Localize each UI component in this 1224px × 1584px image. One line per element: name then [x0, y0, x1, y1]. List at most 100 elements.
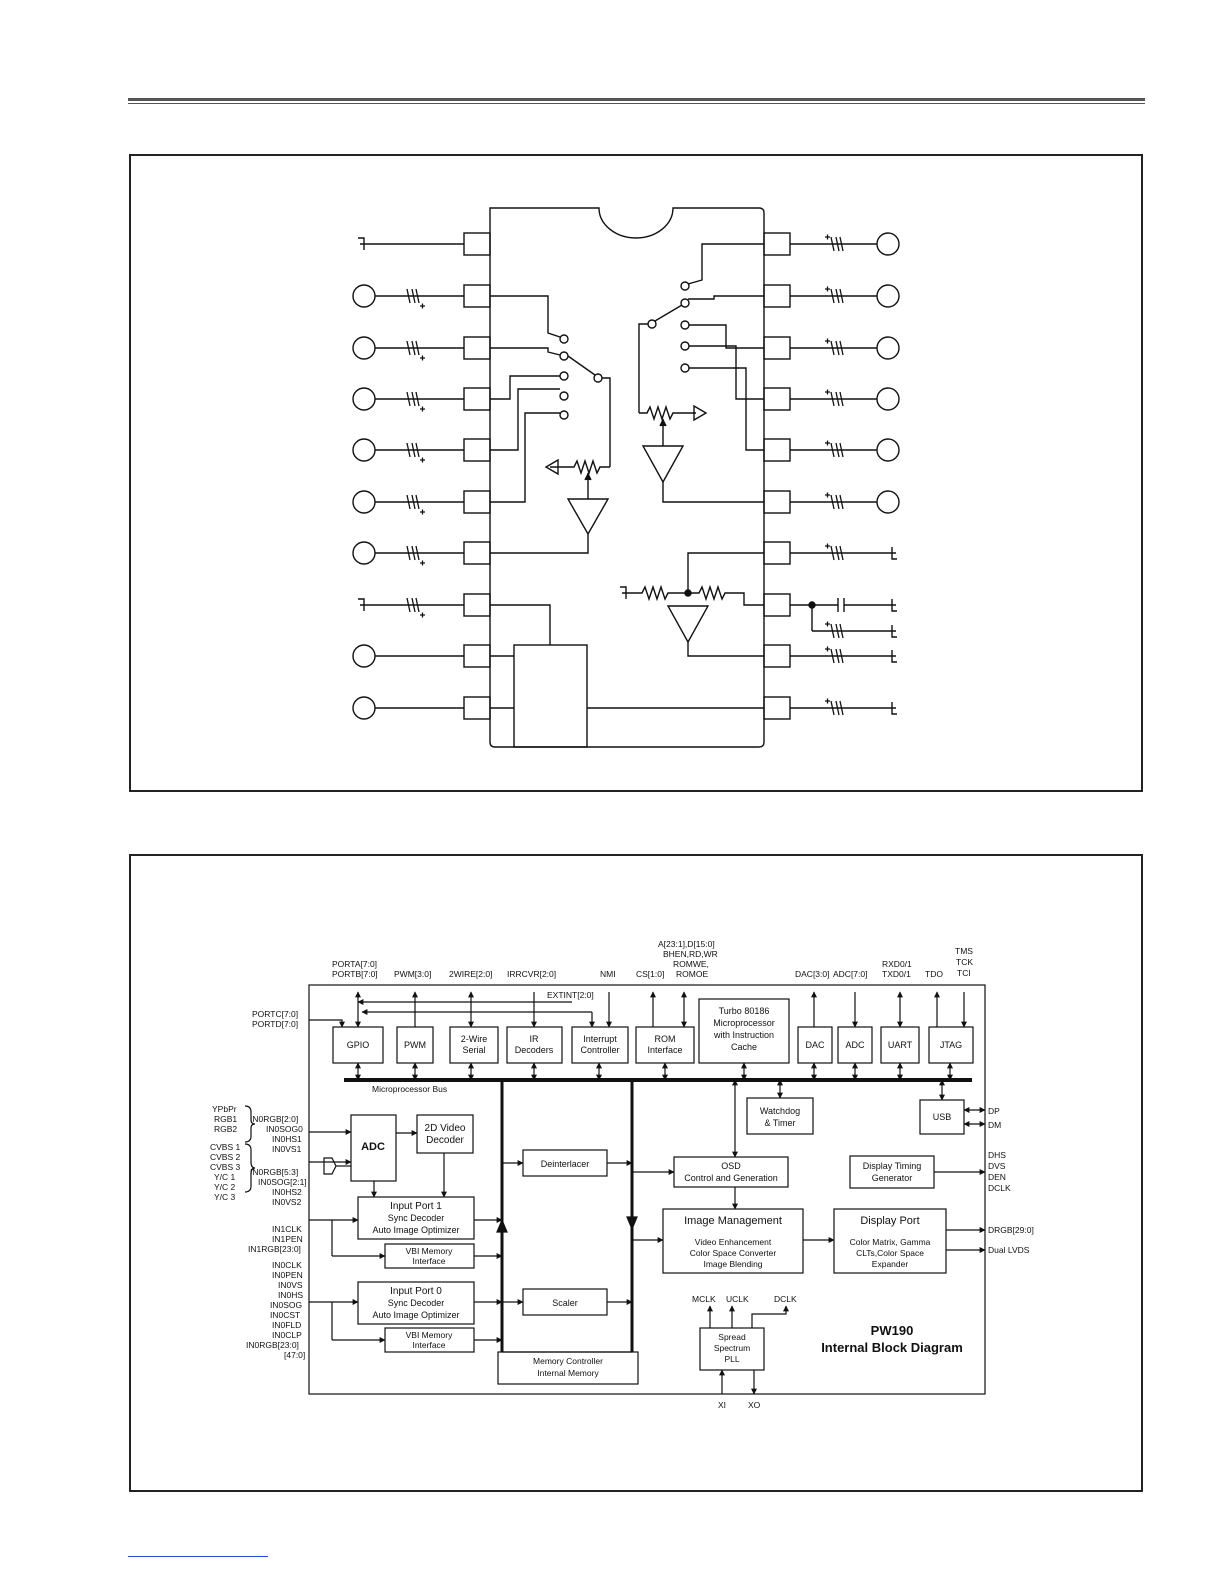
osd-label-1: OSD: [721, 1161, 741, 1171]
sig-dac: DAC[3:0]: [795, 969, 830, 979]
sig-in0sog21: IN0SOG[2:1]: [258, 1177, 307, 1187]
dp-label-2: Color Matrix, Gamma: [850, 1237, 931, 1247]
sig-portb: PORTB[7:0]: [332, 969, 378, 979]
sig-xo: XO: [748, 1400, 761, 1410]
sig-dclk-pll: DCLK: [774, 1294, 797, 1304]
sig-dvs: DVS: [988, 1161, 1006, 1171]
mem-label-2: Internal Memory: [537, 1368, 599, 1378]
memory-controller-block: [497, 1351, 639, 1385]
video-decoder-label-1: 2D Video: [425, 1123, 466, 1134]
uart-label: UART: [888, 1040, 913, 1050]
sig-rgb1: RGB1: [214, 1114, 237, 1124]
ic-body: [489, 207, 765, 748]
sig-in1clk: IN1CLK: [272, 1224, 302, 1234]
cpu-label-1: Turbo 80186: [719, 1006, 770, 1016]
sig-in0sog: IN0SOG: [270, 1300, 302, 1310]
pll-label-1: Spread: [718, 1332, 746, 1342]
right-capacitor-marks: [825, 234, 844, 716]
sig-dclk-out: DCLK: [988, 1183, 1011, 1193]
sig-yc3: Y/C 3: [214, 1192, 236, 1202]
sig-uclk: UCLK: [726, 1294, 749, 1304]
sig-tci: TCI: [957, 968, 971, 978]
sig-in1rgb: IN1RGB[23:0]: [248, 1244, 301, 1254]
sig-drgb: DRGB[29:0]: [988, 1225, 1034, 1235]
gpio-label: GPIO: [347, 1040, 370, 1050]
pwm-label: PWM: [404, 1040, 426, 1050]
sig-extint: EXTINT[2:0]: [547, 990, 594, 1000]
sig-yc1: Y/C 1: [214, 1172, 236, 1182]
sig-tck: TCK: [956, 957, 973, 967]
sig-cvbs3: CVBS 3: [210, 1162, 241, 1172]
rom-label-1: ROM: [655, 1034, 676, 1044]
sig-den: DEN: [988, 1172, 1006, 1182]
osd-label-2: Control and Generation: [684, 1173, 778, 1183]
display-port-block: [833, 1208, 947, 1274]
sig-in0cst: IN0CST: [270, 1310, 300, 1320]
scaler-label: Scaler: [552, 1298, 578, 1308]
sig-dm: DM: [988, 1120, 1001, 1130]
pll-label-2: Spectrum: [714, 1343, 750, 1353]
sig-rgb2: RGB2: [214, 1124, 237, 1134]
ir-label-2: Decoders: [515, 1045, 554, 1055]
sig-in0hs: IN0HS: [278, 1290, 303, 1300]
serial-block: [449, 1026, 499, 1064]
footer-link-line: [128, 1556, 268, 1557]
sig-addr3: ROMWE,: [673, 959, 709, 969]
ip0-label-3: Auto Image Optimizer: [372, 1310, 459, 1320]
sig-xi: XI: [718, 1400, 726, 1410]
sig-nmi: NMI: [600, 969, 616, 979]
dp-label-4: Expander: [872, 1259, 909, 1269]
sig-in0clp: IN0CLP: [272, 1330, 302, 1340]
cpu-label-4: Cache: [731, 1042, 757, 1052]
sig-portc: PORTC[7:0]: [252, 1009, 298, 1019]
pw190-block-diagram: PORTA[7:0] PORTB[7:0] PWM[3:0] 2WIRE[2:0…: [210, 939, 1034, 1410]
watchdog-label-2: & Timer: [764, 1118, 795, 1128]
sig-adc: ADC[7:0]: [833, 969, 868, 979]
ip0-label-2: Sync Decoder: [388, 1298, 445, 1308]
lower-amplifier: [620, 552, 764, 657]
internal-block: [490, 604, 764, 748]
ic-pinout-diagram: [352, 207, 900, 748]
right-pins: [763, 232, 791, 720]
sig-in0vs2: IN0VS2: [272, 1197, 302, 1207]
junction-dot: [808, 601, 816, 609]
sig-porta: PORTA[7:0]: [332, 959, 377, 969]
ip1-label-1: Input Port 1: [390, 1201, 442, 1212]
sig-in1pen: IN1PEN: [272, 1234, 303, 1244]
cpu-label-3: with Instruction: [713, 1030, 774, 1040]
usb-label: USB: [933, 1112, 952, 1122]
block-diagram-frame: PORTA[7:0] PORTB[7:0] PWM[3:0] 2WIRE[2:0…: [129, 854, 1143, 1492]
bus-label: Microprocessor Bus: [372, 1084, 447, 1094]
sig-txd: TXD0/1: [882, 969, 911, 979]
sig-in0rgb470: [47:0]: [284, 1350, 305, 1360]
sig-tms: TMS: [955, 946, 973, 956]
sig-in0hs2: IN0HS2: [272, 1187, 302, 1197]
img-label-2: Video Enhancement: [695, 1237, 772, 1247]
sig-yc2: Y/C 2: [214, 1182, 236, 1192]
sig-portd: PORTD[7:0]: [252, 1019, 298, 1029]
ip0-label-1: Input Port 0: [390, 1286, 442, 1297]
video-decoder-block: [416, 1114, 474, 1154]
dac-label: DAC: [805, 1040, 825, 1050]
sig-cvbs1: CVBS 1: [210, 1142, 241, 1152]
dtg-label-2: Generator: [872, 1173, 913, 1183]
intc-label-1: Interrupt: [583, 1034, 617, 1044]
left-capacitor-marks: [406, 288, 425, 618]
sig-in0rgb20: IN0RGB[2:0]: [250, 1114, 298, 1124]
sig-dp: DP: [988, 1106, 1000, 1116]
deinterlacer-label: Deinterlacer: [541, 1159, 590, 1169]
sig-in0hs1: IN0HS1: [272, 1134, 302, 1144]
sig-cs: CS[1:0]: [636, 969, 664, 979]
sig-tdo: TDO: [925, 969, 943, 979]
left-pins: [463, 232, 491, 720]
dp-title: Display Port: [860, 1215, 919, 1227]
ip1-label-2: Sync Decoder: [388, 1213, 445, 1223]
watchdog-label-1: Watchdog: [760, 1106, 800, 1116]
vbi1-label-2: Interface: [412, 1256, 445, 1266]
sig-mclk: MCLK: [692, 1294, 716, 1304]
sig-in0vs1: IN0VS1: [272, 1144, 302, 1154]
header-rule-thick: [128, 98, 1145, 101]
img-label-3: Color Space Converter: [690, 1248, 777, 1258]
header-rule-thin: [128, 103, 1145, 104]
chip-outline: [308, 984, 986, 1395]
